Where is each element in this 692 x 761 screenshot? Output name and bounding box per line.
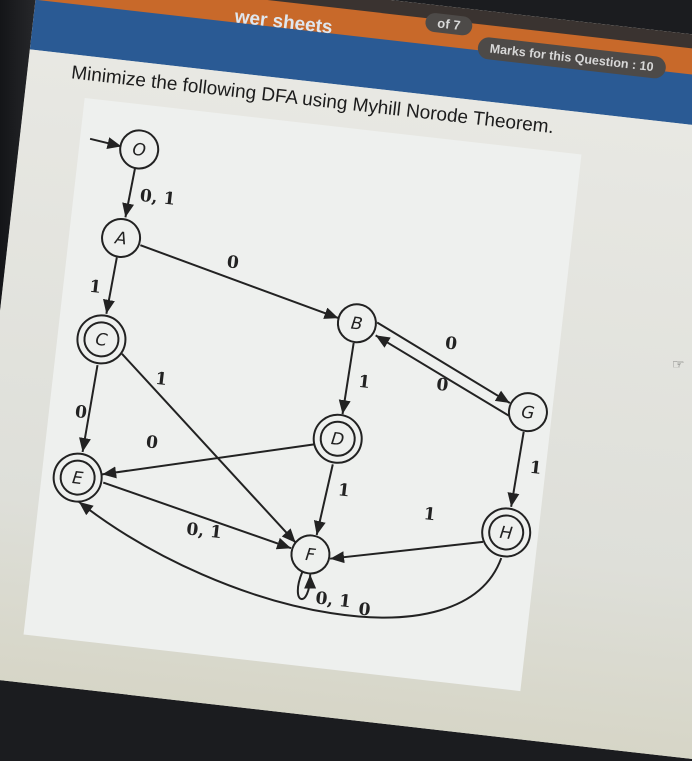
- edge-B-D: [338, 342, 355, 415]
- transition-edges: [78, 137, 525, 619]
- edge-A-B: [140, 244, 339, 320]
- mouse-cursor-icon: ☞: [672, 356, 685, 372]
- svg-text:G: G: [520, 402, 535, 423]
- svg-text:F: F: [304, 545, 316, 566]
- question-content: Minimize the following DFA using Myhill …: [0, 49, 692, 761]
- edge-D-F: [313, 464, 334, 536]
- edge-C-F: [121, 353, 297, 544]
- state-B: B: [336, 303, 377, 344]
- label-C-F: 1: [154, 369, 168, 390]
- label-G-H: 1: [529, 458, 543, 479]
- svg-text:E: E: [71, 468, 84, 489]
- state-D-accepting: D: [312, 413, 363, 464]
- edge-B-G: [376, 321, 511, 404]
- edge-E-F: [102, 481, 292, 550]
- svg-text:B: B: [350, 314, 364, 335]
- label-G-B: 0: [435, 375, 449, 396]
- label-F-F: 0, 1: [314, 588, 352, 612]
- edge-A-C: [103, 257, 118, 314]
- edge-C-E: [79, 364, 99, 453]
- dfa-diagram: O A B C D: [23, 97, 582, 692]
- label-D-F: 1: [337, 480, 351, 501]
- label-B-D: 1: [357, 372, 371, 393]
- state-A: A: [101, 217, 142, 258]
- label-B-G: 0: [444, 333, 458, 354]
- edge-H-E: [78, 501, 503, 619]
- svg-text:D: D: [330, 429, 345, 450]
- label-H-E: 0: [357, 599, 371, 620]
- edge-F-F: [296, 571, 317, 600]
- state-F: F: [290, 534, 331, 575]
- label-A-C: 1: [88, 277, 102, 298]
- state-G: G: [507, 392, 548, 433]
- dfa-svg: O A B C D: [52, 129, 548, 621]
- edge-G-H: [507, 431, 525, 508]
- label-C-E: 0: [74, 402, 88, 423]
- svg-text:C: C: [94, 330, 108, 351]
- state-E-accepting: E: [52, 452, 103, 503]
- start-arrow: [89, 137, 122, 149]
- edge-O-A: [122, 167, 137, 218]
- state-O: O: [119, 129, 160, 170]
- edge-H-F: [329, 540, 484, 564]
- label-E-F: 0, 1: [185, 519, 223, 543]
- label-O-A: 0, 1: [139, 186, 177, 210]
- label-A-B: 0: [226, 252, 240, 273]
- state-C-accepting: C: [76, 314, 127, 365]
- label-D-E: 0: [145, 432, 159, 453]
- state-H-accepting: H: [481, 507, 532, 558]
- edge-G-B: [375, 334, 510, 417]
- svg-text:H: H: [499, 523, 514, 544]
- svg-text:A: A: [113, 228, 128, 249]
- svg-text:O: O: [131, 140, 147, 161]
- label-H-F: 1: [423, 504, 437, 525]
- edge-D-E: [102, 443, 316, 479]
